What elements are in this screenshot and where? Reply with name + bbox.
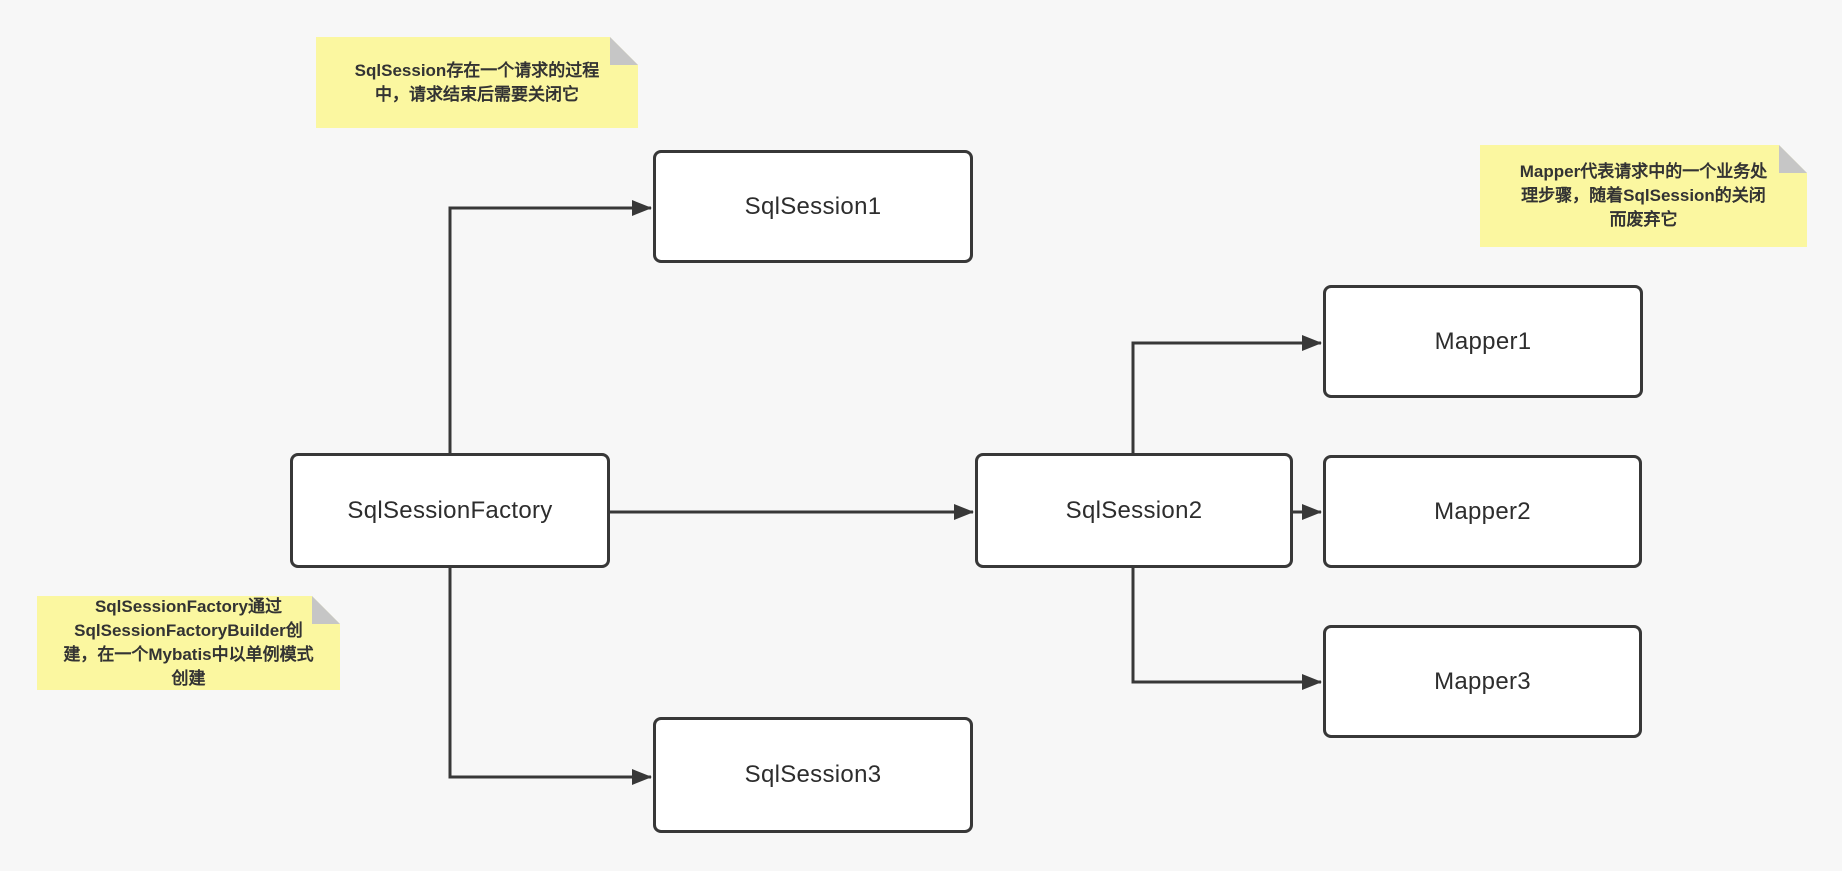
node-label-sqlsessionfactory: SqlSessionFactory: [347, 496, 553, 524]
connector-factory-to-sqlsession3: [448, 568, 652, 785]
node-label-sqlsession3: SqlSession3: [744, 761, 882, 788]
node-sqlsessionfactory: SqlSessionFactory: [290, 453, 610, 568]
note-line: 中，请求结束后需要关闭它: [374, 84, 579, 104]
node-label-mapper1: Mapper1: [1434, 327, 1532, 355]
note-line: 理步骤，随着SqlSession的关闭: [1521, 186, 1766, 205]
node-label-mapper2: Mapper2: [1434, 497, 1531, 525]
node-label-mapper3: Mapper3: [1434, 667, 1531, 695]
node-label-sqlsession2: SqlSession2: [1065, 496, 1203, 524]
note-text: Mapper代表请求中的一个业务处 理步骤，随着SqlSession的关闭 而废…: [1520, 160, 1767, 232]
note-line: Mapper代表请求中的一个业务处: [1519, 162, 1768, 181]
sticky-note-mapper: Mapper代表请求中的一个业务处 理步骤，随着SqlSession的关闭 而废…: [1480, 145, 1807, 247]
connector-factory-to-sqlsession1: [448, 200, 652, 453]
note-line: SqlSessionFactory通过: [94, 597, 283, 616]
folded-corner-icon: [1779, 145, 1807, 173]
node-mapper1: Mapper1: [1323, 285, 1643, 398]
note-line: SqlSessionFactoryBuilder创: [74, 621, 303, 640]
note-line: 而废弃它: [1609, 210, 1678, 229]
connector-sqlsession2-to-mapper1: [1131, 335, 1322, 453]
sticky-note-sqlsession: SqlSession存在一个请求的过程 中，请求结束后需要关闭它: [316, 37, 638, 128]
node-sqlsession2: SqlSession2: [975, 453, 1293, 568]
note-text: SqlSession存在一个请求的过程 中，请求结束后需要关闭它: [355, 59, 600, 107]
folded-corner-icon: [610, 37, 638, 65]
note-line: SqlSession存在一个请求的过程: [354, 60, 600, 80]
node-sqlsession3: SqlSession3: [653, 717, 973, 833]
connector-sqlsession2-to-mapper3: [1131, 568, 1322, 690]
node-sqlsession1: SqlSession1: [653, 150, 973, 263]
node-mapper2: Mapper2: [1323, 455, 1642, 568]
note-line: 创建: [171, 669, 206, 688]
folded-corner-icon: [312, 596, 340, 624]
node-mapper3: Mapper3: [1323, 625, 1642, 738]
sticky-note-factory: SqlSessionFactory通过 SqlSessionFactoryBui…: [37, 596, 340, 690]
note-text: SqlSessionFactory通过 SqlSessionFactoryBui…: [63, 595, 313, 691]
note-line: 建，在一个Mybatis中以单例模式: [63, 645, 314, 664]
node-label-sqlsession1: SqlSession1: [744, 192, 882, 220]
